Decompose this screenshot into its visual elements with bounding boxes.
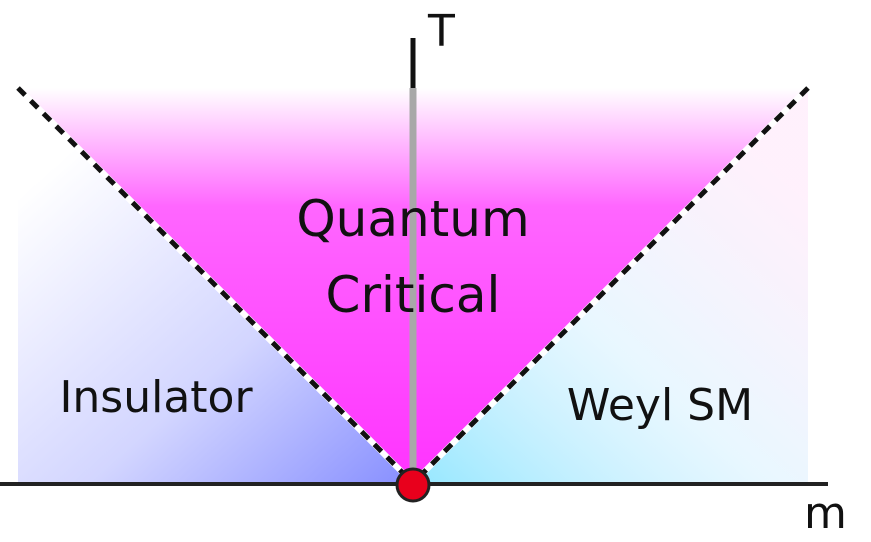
insulator-label: Insulator: [59, 372, 253, 423]
x-axis-label: m: [804, 488, 847, 539]
y-axis-label: T: [427, 6, 455, 57]
critical-label-line1: Quantum: [296, 190, 529, 248]
left-crossover-line: [15, 85, 416, 486]
critical-label-line2: Critical: [326, 266, 501, 324]
weyl-label: Weyl SM: [567, 380, 753, 431]
right-crossover-line: [410, 85, 811, 486]
quantum-critical-point: [395, 467, 431, 503]
